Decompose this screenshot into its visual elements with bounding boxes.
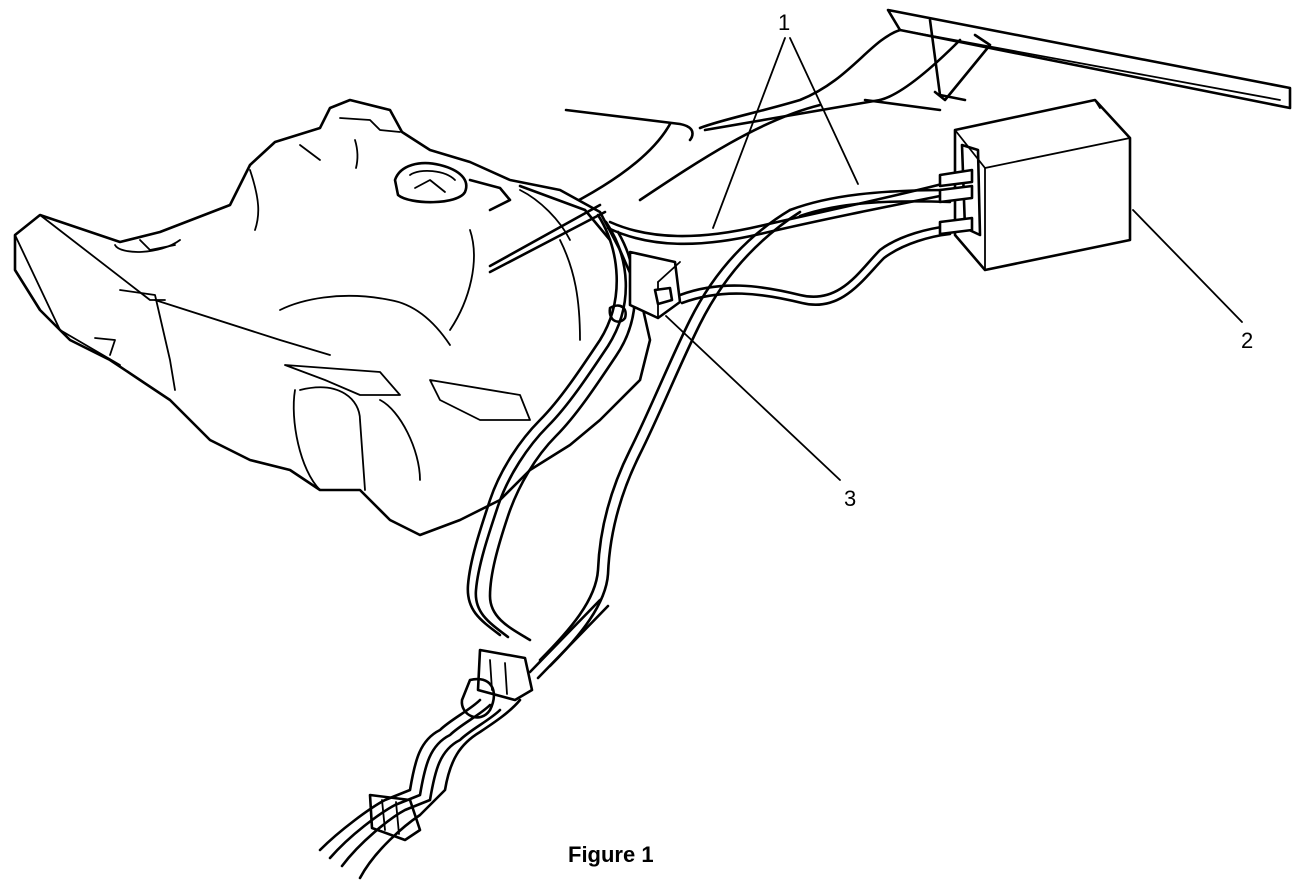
- callout-2: 2: [1241, 328, 1253, 353]
- frame-rail: [698, 8, 1292, 130]
- fuel-tank: [13, 98, 652, 537]
- evap-canister: [938, 98, 1132, 272]
- lower-lines: [318, 598, 610, 880]
- valve-component: [608, 250, 682, 323]
- callout-3: 3: [844, 486, 856, 511]
- body-edge-lines: [558, 98, 942, 212]
- figure-caption: Figure 1: [568, 842, 654, 867]
- callout-leader-lines: [665, 37, 1243, 481]
- callout-1: 1: [778, 10, 790, 35]
- fuel-and-vapor-lines: [466, 180, 952, 668]
